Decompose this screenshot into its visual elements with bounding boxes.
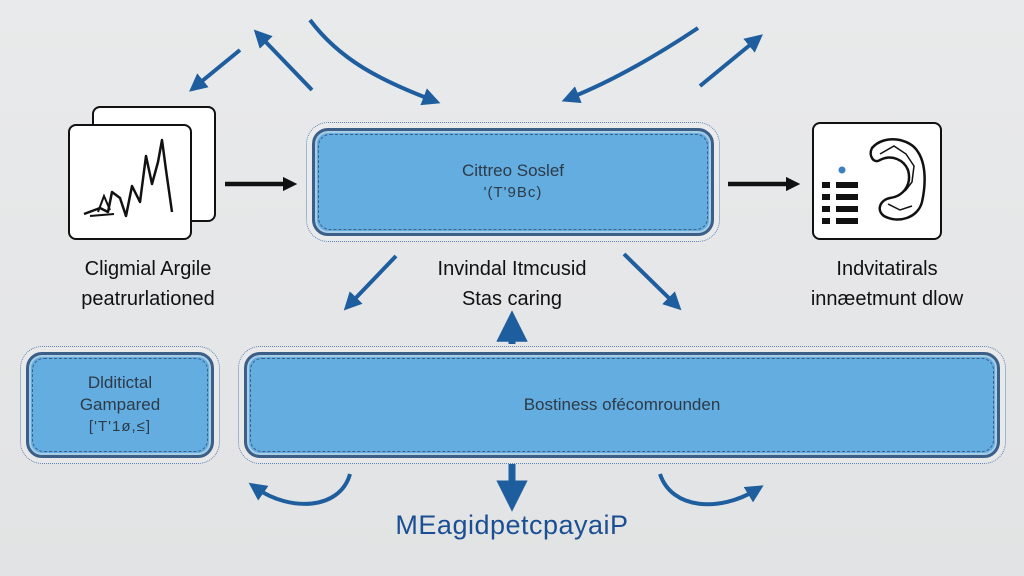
top-process-box-body: Cittreo Soslef '(T'9Bc) xyxy=(312,128,714,236)
left-caption-line1: Cligmial Argile xyxy=(84,258,212,280)
left-box-line3: ['T'1ø,≤] xyxy=(88,418,152,435)
left-process-box: Dlditictal Gampared ['T'1ø,≤] xyxy=(20,346,220,464)
middle-caption: Invindal Itmcusid Stas caring xyxy=(392,254,632,314)
wide-process-box: Bostiness ofécomrounden xyxy=(238,346,1006,464)
left-box-line1: Dlditictal xyxy=(87,373,153,392)
bottom-title: MEagidpetcpayaiP xyxy=(395,510,629,540)
line-chart-glyph xyxy=(83,138,174,218)
middle-caption-line2: Stas caring xyxy=(461,288,563,310)
chart-document-icon xyxy=(68,124,192,240)
left-process-box-body: Dlditictal Gampared ['T'1ø,≤] xyxy=(26,352,214,458)
arrow-top-right-outward xyxy=(698,34,763,88)
top-process-box: Cittreo Soslef '(T'9Bc) xyxy=(306,122,720,242)
right-caption-line2: innæetmunt dlow xyxy=(810,288,964,310)
arrow-curved-into-top-box-left xyxy=(308,18,441,106)
wide-box-title: Bostiness ofécomrounden xyxy=(523,395,721,414)
left-caption: Cligmial Argile peatrurlationed xyxy=(28,254,268,314)
list-graph-icon xyxy=(812,122,942,240)
arrow-top-upward-left xyxy=(253,29,314,92)
top-box-code: '(T'9Bc) xyxy=(483,184,543,201)
left-box-line2: Gampared xyxy=(79,395,161,414)
top-box-title: Cittreo Soslef xyxy=(461,161,565,180)
list-graph-glyph xyxy=(822,138,926,224)
arrow-top-left-outward xyxy=(189,48,242,92)
wide-process-box-body: Bostiness ofécomrounden xyxy=(244,352,1000,458)
right-caption-line1: Indvitatirals xyxy=(836,258,938,280)
left-caption-line2: peatrurlationed xyxy=(81,288,215,310)
middle-caption-line1: Invindal Itmcusid xyxy=(437,258,587,280)
arrow-down-left-from-top-box xyxy=(343,254,398,311)
arrow-curved-bottom-right xyxy=(658,473,764,507)
arrow-down-right-from-top-box xyxy=(622,252,682,311)
arrow-curved-bottom-left xyxy=(248,473,352,506)
right-caption: Indvitatirals innæetmunt dlow xyxy=(770,254,1004,314)
arrow-curved-into-top-box-right xyxy=(561,26,700,104)
